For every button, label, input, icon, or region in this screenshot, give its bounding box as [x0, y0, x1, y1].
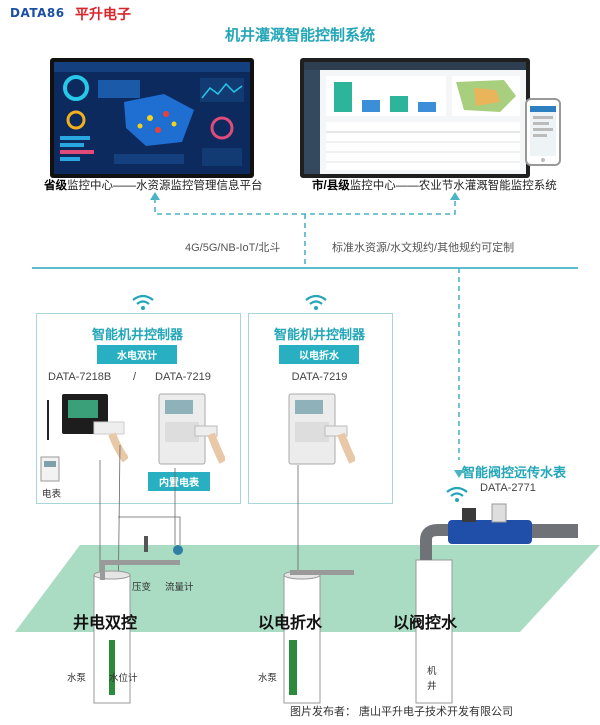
city-caption-bold: 市/县级: [312, 180, 350, 192]
scene-label-valve: 以阀控水: [393, 613, 458, 632]
well-shaft: [415, 559, 453, 704]
pipe: [100, 560, 180, 565]
arrow-up-icon: [150, 192, 160, 200]
flowmeter-device: [173, 545, 183, 555]
mode-badge: 水电双计: [97, 345, 177, 364]
pump-label: 水泵: [258, 673, 278, 684]
controller-7218b-device: [47, 394, 128, 462]
arrow-icons: [150, 192, 464, 478]
controller-title: 智能机井控制器: [273, 328, 365, 343]
model-label: DATA-7218B: [48, 371, 112, 383]
pressure-label: 压变: [132, 582, 152, 593]
city-caption-text: 监控中心——农业节水灌溉智能监控系统: [349, 180, 557, 192]
controller-7219-device: [288, 393, 355, 465]
brand-logo: DATA86: [10, 6, 65, 20]
model-separator: /: [133, 371, 137, 383]
pump-device: [109, 640, 115, 695]
wifi-icon: [305, 294, 327, 310]
brand-logo-cn: 平升电子: [75, 7, 131, 23]
flowmeter-label: 流量计: [165, 582, 194, 593]
scene-label-dual: 井电双控: [73, 613, 138, 632]
pipe: [420, 524, 450, 560]
builtin-meter-badge: 内置电表: [148, 472, 210, 491]
image-publisher-caption: 图片发布者： 唐山平升电子技术开发有限公司: [290, 706, 514, 718]
model-label: DATA-7219: [291, 371, 348, 383]
controller-title: 智能机井控制器: [91, 328, 183, 343]
network-left-label: 4G/5G/NB-IoT/北斗: [185, 242, 281, 254]
city-dashboard-screen: [300, 58, 530, 178]
level-label: 水位计: [109, 673, 138, 684]
page-title: 机井灌溉智能控制系统: [224, 26, 375, 44]
electric-meter-icon: [40, 456, 60, 482]
mode-badge: 以电折水: [279, 345, 359, 364]
city-caption: 市/县级监控中心——农业节水灌溉智能监控系统: [312, 177, 557, 193]
valve-model: DATA-2771: [480, 482, 536, 494]
pipe: [532, 524, 578, 538]
provincial-caption-text: 监控中心——水资源监控管理信息平台: [67, 180, 263, 192]
well-shaft: [93, 574, 131, 704]
meter-label: 电表: [42, 489, 62, 500]
well-label-top: 机: [427, 666, 437, 677]
pressure-sensor: [144, 536, 148, 552]
model-label: DATA-7219: [155, 371, 211, 383]
valve-title: 智能阀控远传水表: [462, 466, 567, 481]
provincial-caption: 省级监控中心——水资源监控管理信息平台: [44, 177, 263, 193]
pump-label: 水泵: [67, 673, 87, 684]
valve-meter-device: [448, 520, 532, 544]
controller-7219-device: [158, 393, 225, 465]
arrow-up-icon: [450, 192, 460, 200]
mobile-phone-screen: [525, 98, 561, 166]
well-label-bottom: 井: [427, 681, 437, 692]
pump-device: [289, 640, 297, 695]
network-right-label: 标准水资源/水文规约/其他规约可定制: [332, 242, 515, 254]
pipe: [290, 570, 354, 575]
provincial-caption-bold: 省级: [44, 180, 67, 192]
wifi-icon: [446, 486, 468, 502]
provincial-dashboard-screen: [50, 58, 254, 178]
arrow-down-icon: [454, 470, 464, 478]
wifi-icon: [132, 294, 154, 310]
scene-label-electric: 以电折水: [258, 613, 323, 632]
